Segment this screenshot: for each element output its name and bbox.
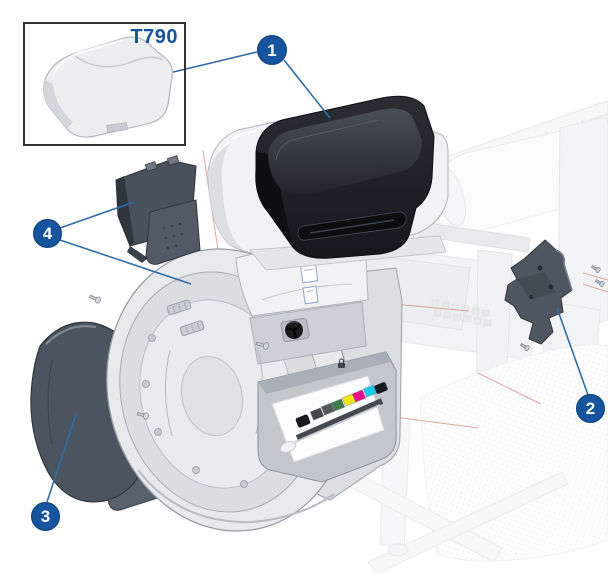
callout-3: 3	[31, 502, 60, 531]
screw	[590, 265, 601, 273]
front-bracket-part	[115, 155, 201, 265]
ink-swatch	[330, 398, 346, 412]
leader-1b	[283, 59, 331, 119]
leader-4b	[59, 239, 192, 285]
deck-screw	[255, 341, 269, 350]
screws	[88, 265, 605, 420]
ink-swatch	[309, 407, 325, 421]
left-cover-assembly	[106, 246, 403, 532]
leader-3	[46, 413, 77, 503]
leader-2	[556, 307, 589, 396]
model-label: T790	[130, 26, 178, 48]
ink-cartridge-bay	[257, 351, 397, 483]
screw	[594, 279, 605, 287]
screw	[136, 411, 149, 420]
stand-crossbar	[367, 471, 569, 573]
callout-1: 1	[257, 35, 287, 65]
window-position-cover-part	[43, 36, 173, 138]
leader-4a	[59, 201, 135, 229]
drum-hub	[180, 355, 244, 437]
roller	[279, 440, 297, 454]
callout-4: 4	[33, 219, 62, 248]
screw-bosses	[142, 334, 248, 488]
cartridge-latch	[295, 414, 311, 428]
right-bracket-part	[504, 239, 573, 345]
caster-wheel	[387, 543, 409, 557]
screw	[88, 294, 101, 304]
right-end-cap	[557, 117, 608, 331]
ink-swatch	[351, 389, 367, 403]
lock-icon	[338, 358, 345, 368]
model-callout-box: T790	[23, 22, 186, 146]
ink-swatches	[309, 384, 378, 421]
cartridge-latch	[374, 382, 388, 394]
face-connectors	[166, 299, 205, 337]
window-part	[255, 95, 435, 259]
sticker	[302, 285, 319, 305]
callout-2: 2	[576, 394, 605, 423]
screw	[519, 343, 530, 351]
